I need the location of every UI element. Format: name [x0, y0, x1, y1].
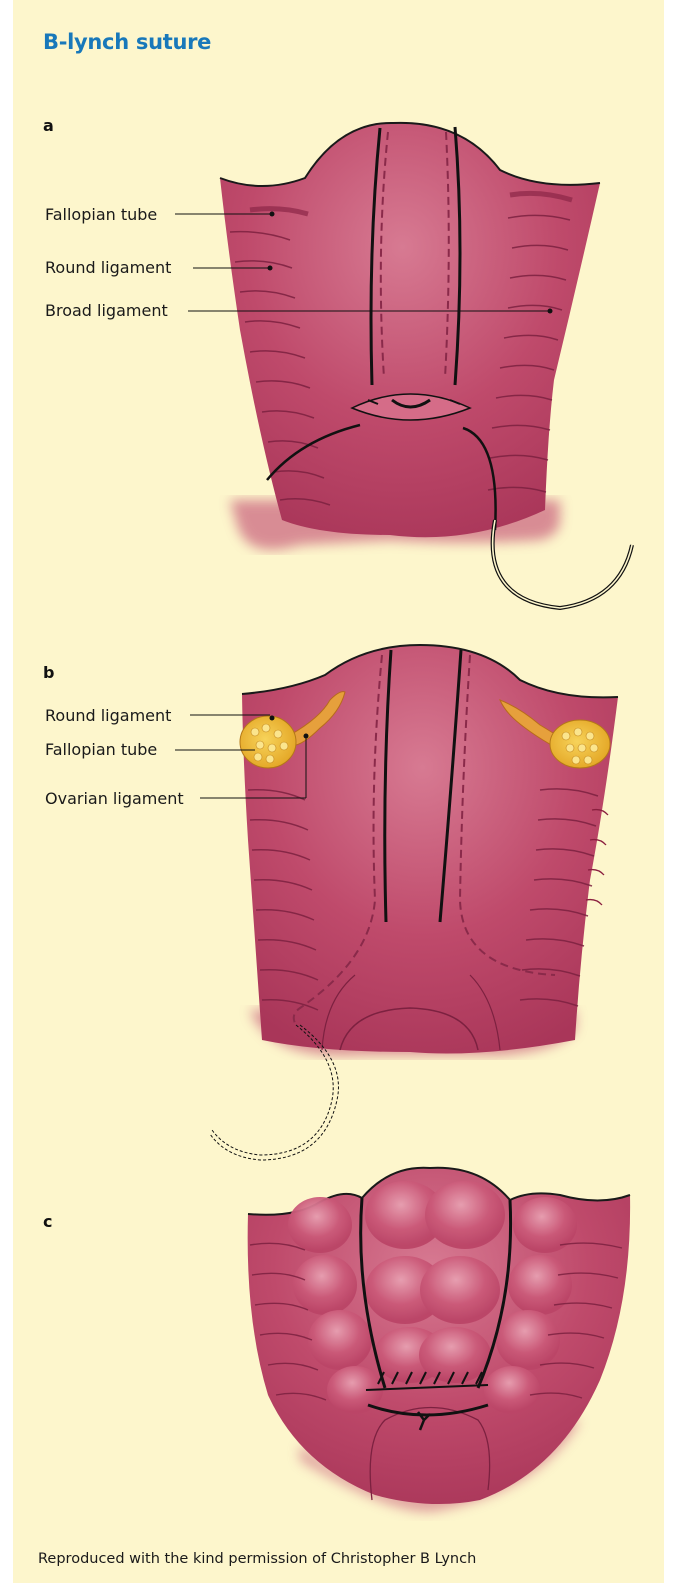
- panel-c-letter: c: [43, 1212, 52, 1231]
- label-round-ligament-b: Round ligament: [45, 706, 171, 725]
- label-round-ligament-a: Round ligament: [45, 258, 171, 277]
- diagram-a: [175, 123, 632, 608]
- panel-a-letter: a: [43, 116, 54, 135]
- label-fallopian-tube-a: Fallopian tube: [45, 205, 157, 224]
- credit-line: Reproduced with the kind permission of C…: [38, 1551, 476, 1567]
- label-fallopian-tube-b: Fallopian tube: [45, 740, 157, 759]
- label-broad-ligament-a: Broad ligament: [45, 301, 168, 320]
- diagram-b: [175, 645, 618, 1160]
- panel-b-letter: b: [43, 663, 54, 682]
- diagram-c: [248, 1168, 630, 1512]
- label-ovarian-ligament-b: Ovarian ligament: [45, 789, 184, 808]
- figure-title: B-lynch suture: [43, 30, 211, 54]
